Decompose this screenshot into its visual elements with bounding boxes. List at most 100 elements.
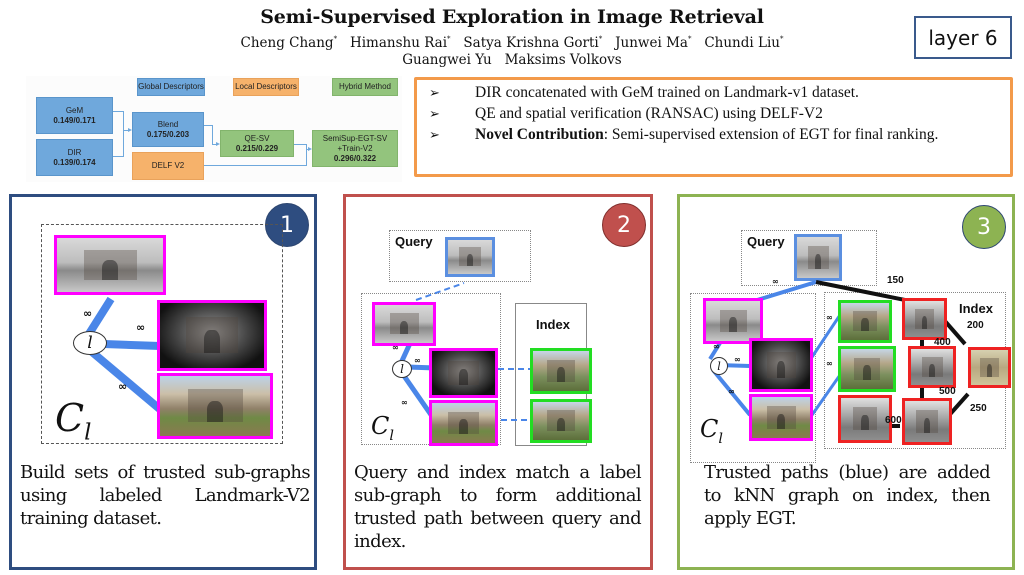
step-3-panel: 3 Query Index l ∞ ∞ ∞ ∞ ∞ ∞ 150 200 400 … [677,194,1015,570]
cluster-label: Cl [700,415,723,447]
step-number: 3 [977,214,991,240]
bullet-text: DIR concatenated with GeM trained on Lan… [475,84,859,101]
landmark-photo [703,298,763,344]
node-name: QE-SV [244,133,270,143]
bullet-text: Novel Contribution: Semi-supervised exte… [475,124,938,145]
index-photo [902,298,947,340]
legend-hybrid-method: Hybrid Method [332,78,398,96]
legend-label: Local Descriptors [235,82,297,91]
author: Satya Krishna Gorti [463,35,599,51]
step-number: 2 [617,212,631,238]
bullet-bold: Novel Contribution [475,126,604,143]
cluster-letter: C [700,415,719,443]
edge-weight-label: 600 [885,415,902,426]
arrow-icon [308,147,312,151]
bullet-text: QE and spatial verification (RANSAC) usi… [475,105,823,122]
authors-line-2: Guangwei Yu Maksims Volkovs [0,52,1024,69]
query-label: Query [747,234,785,249]
label-node: l [392,360,412,378]
edge-weight-label: 400 [934,337,951,348]
node-semisup-egt-sv: SemiSup-EGT-SV +Train-V2 0.296/0.322 [312,130,398,167]
node-dir: DIR 0.139/0.174 [36,139,113,176]
legend-label: Global Descriptors [138,82,204,91]
node-score: 0.139/0.174 [53,157,96,167]
label-cluster-box [41,224,283,444]
author: Chundi Liu [704,35,780,51]
index-photo [530,399,592,443]
node-score: 0.175/0.203 [146,129,190,139]
landmark-photo [429,400,498,446]
edge-weight-label: 500 [939,386,956,397]
edge-weight-label: ∞ [136,321,146,334]
cluster-subscript: l [84,419,92,446]
affiliation-mark: * [598,35,603,43]
connector [123,111,124,157]
query-photo [794,234,842,281]
step-3-caption: Trusted paths (blue) are added to kNN gr… [704,462,991,529]
query-label: Query [395,234,433,249]
edge-weight-label: ∞ [414,356,421,365]
index-label: Index [536,317,570,332]
author: Junwei Ma [615,35,688,51]
node-name: GeM [65,105,84,115]
edge-weight-label: ∞ [392,343,399,352]
node-name: DIR [67,147,82,157]
legend-label: Hybrid Method [338,82,392,91]
step-2-caption: Query and index match a label sub-graph … [354,462,642,552]
node-blend: Blend 0.175/0.203 [132,112,204,147]
connector [212,125,213,144]
node-name: SemiSup-EGT-SV [322,133,388,143]
author: Guangwei Yu [402,52,492,68]
node-label: l [87,333,93,353]
edge-weight-label: 150 [887,275,904,286]
landmark-photo [54,235,166,295]
arrow-bullet-icon: ➢ [429,85,440,100]
edge-weight-label: ∞ [83,307,93,320]
arrow-bullet-icon: ➢ [429,106,440,121]
step-number-badge: 2 [602,203,646,247]
arrow-bullet-icon: ➢ [429,127,440,142]
node-label: l [400,362,404,376]
step-number-badge: 3 [962,205,1006,249]
legend-local-descriptors: Local Descriptors [233,78,299,96]
step-number-badge: 1 [265,203,309,247]
edge-weight-label: ∞ [826,313,833,322]
legend-global-descriptors: Global Descriptors [137,78,205,96]
connector [113,156,123,157]
arrow-icon [216,142,220,146]
affiliation-mark: * [687,35,692,43]
connector [113,111,123,112]
cluster-letter: C [371,412,390,440]
affiliation-mark: * [779,35,784,43]
node-name-line-2: +Train-V2 [337,143,373,153]
connector [204,125,212,126]
connector [306,144,307,166]
index-photo [838,300,892,343]
logo-text: layer 6 [928,25,998,50]
layer6-logo: layer 6 [914,16,1012,59]
landmark-photo [749,338,813,392]
connector [204,165,306,166]
edge-weight-label: ∞ [772,277,779,286]
label-node: l [73,331,107,355]
author: Himanshu Rai [349,35,448,51]
landmark-photo [157,373,273,439]
edge-weight-label: 250 [970,403,987,414]
poster-title: Semi-Supervised Exploration in Image Ret… [260,6,764,28]
index-photo [838,395,892,443]
bullet-item: ➢ DIR concatenated with GeM trained on L… [429,82,1000,103]
index-photo [838,346,896,392]
node-name: DELF V2 [151,161,185,170]
step-number: 1 [280,212,294,238]
cluster-label: Cl [371,412,394,444]
landmark-photo [749,394,813,441]
arrow-icon [128,128,132,132]
author: Cheng Chang [240,35,334,51]
node-score: 0.296/0.322 [333,153,377,163]
step-2-panel: 2 Query Index l ∞ ∞ ∞ Cl Query and index… [343,194,653,570]
index-photo [530,348,592,394]
index-label: Index [959,301,993,316]
cluster-letter: C [55,396,85,440]
edge-weight-label: ∞ [728,387,735,396]
node-label: l [717,359,721,373]
